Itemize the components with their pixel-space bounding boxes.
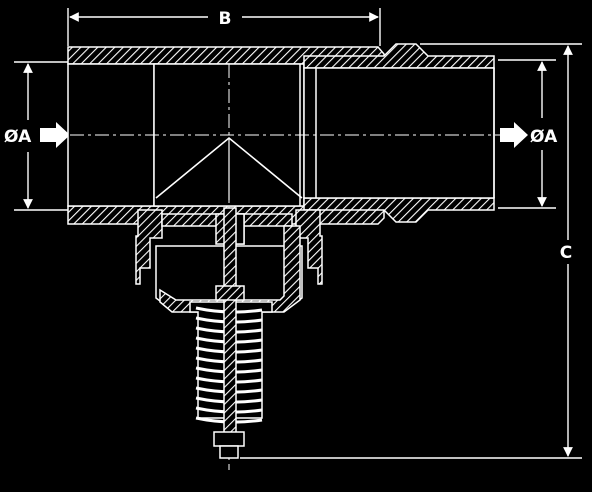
dimension-a-inlet-label: ØA	[4, 127, 32, 147]
dimension-c-label: C	[560, 243, 572, 263]
outlet-pipe	[303, 43, 495, 223]
valve-stem	[213, 207, 245, 459]
inlet-arrow-icon	[40, 122, 70, 148]
dimension-a-outlet	[498, 59, 556, 209]
dimension-a-outlet-label: ØA	[530, 127, 558, 147]
dimension-a-inlet	[14, 61, 72, 211]
outlet-arrow-icon	[500, 122, 528, 148]
dimension-b-label: B	[219, 9, 232, 29]
